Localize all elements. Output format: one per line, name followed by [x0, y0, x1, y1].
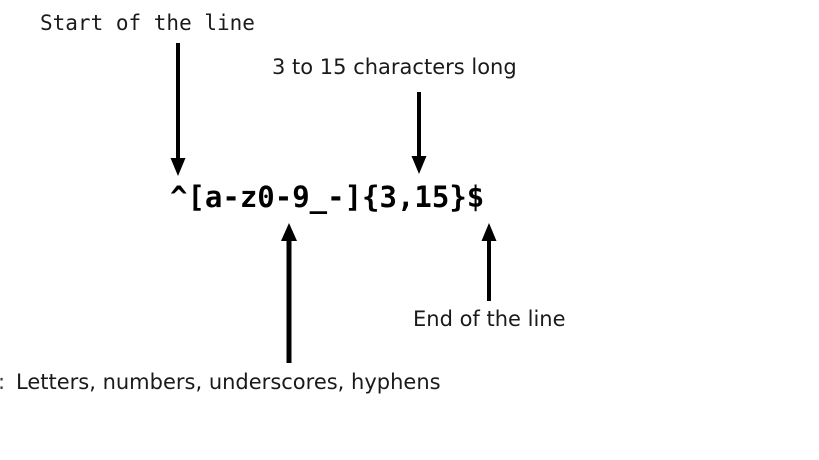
- arrow-start-of-line-icon: [170, 43, 186, 176]
- regex-pattern-text: ^[a-z0-9_-]{3,15}$: [170, 180, 485, 214]
- arrow-allowed-characters-icon: [281, 223, 297, 363]
- arrow-end-of-line-icon: [481, 223, 497, 301]
- arrow-length-range-icon: [411, 92, 427, 174]
- annotation-label-end-of-line: End of the line: [413, 307, 566, 331]
- clipped-glyph-fragment: :: [0, 372, 5, 393]
- annotation-label-allowed-characters: Letters, numbers, underscores, hyphens: [16, 370, 441, 394]
- annotation-label-length-range: 3 to 15 characters long: [272, 55, 517, 79]
- annotation-label-start-of-line: Start of the line: [40, 11, 255, 35]
